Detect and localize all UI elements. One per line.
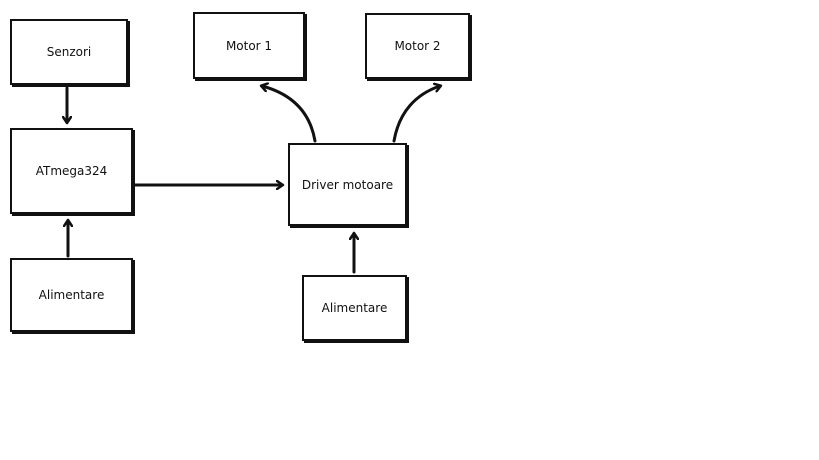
motor2-block: Motor 2 (365, 13, 470, 79)
motor1-label: Motor 1 (225, 38, 273, 53)
motor1-block: Motor 1 (193, 12, 305, 79)
atmega324-block: ATmega324 (10, 128, 133, 214)
alimentare-right-block: Alimentare (302, 275, 407, 341)
driver-motoare-label: Driver motoare (301, 177, 394, 192)
arrow-driver-to-motor1 (262, 86, 317, 143)
arrow-driver-to-motor2 (392, 86, 440, 143)
motor2-label: Motor 2 (394, 39, 441, 53)
driver-motoare-block: Driver motoare (288, 143, 407, 226)
alimentare-left-block: Alimentare (10, 258, 133, 332)
atmega324-label: ATmega324 (35, 164, 108, 178)
alimentare-right-label: Alimentare (321, 301, 388, 315)
alimentare-left-label: Alimentare (38, 288, 105, 302)
senzori-block: Senzori (10, 19, 128, 85)
senzori-label: Senzori (46, 45, 92, 59)
